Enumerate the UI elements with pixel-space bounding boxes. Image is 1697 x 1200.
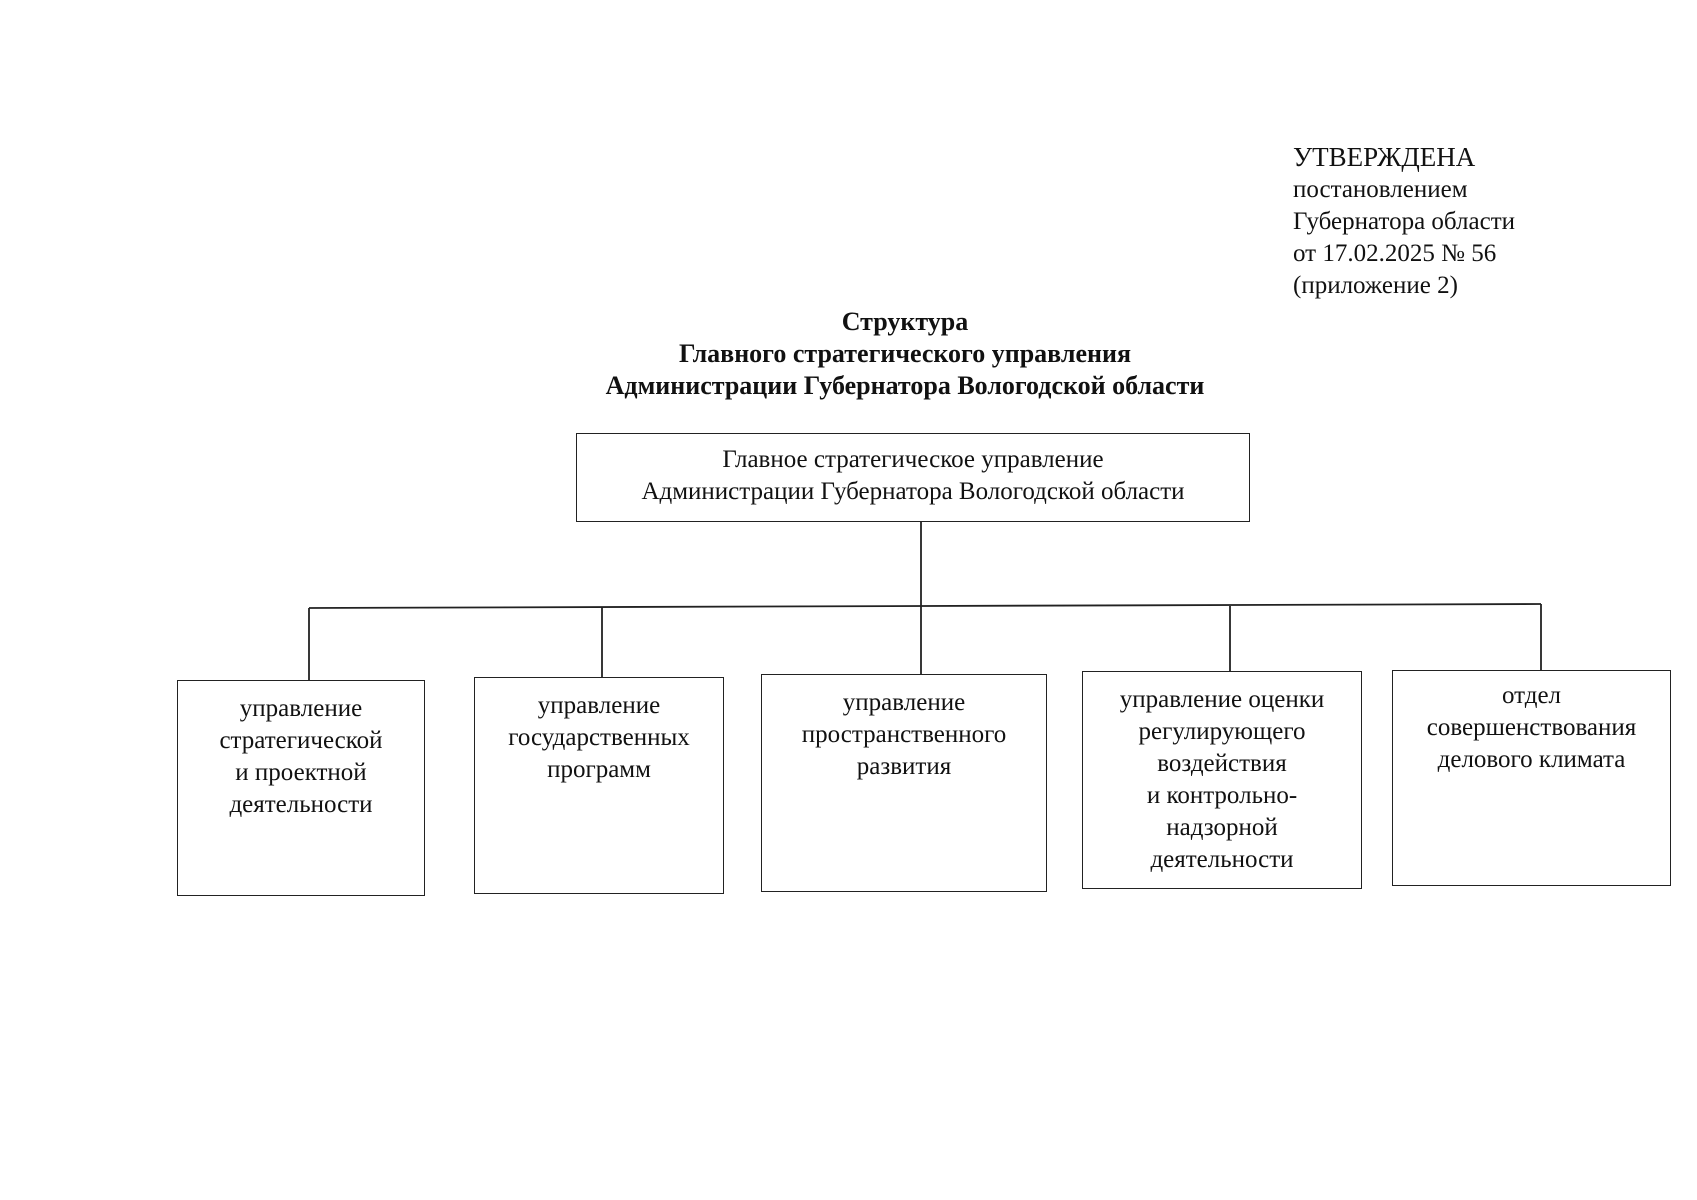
org-box-text: Главное стратегическое управление: [722, 446, 1104, 473]
org-box-text: стратегической: [219, 727, 383, 754]
org-box-strategic-project: управление стратегической и проектной де…: [177, 680, 425, 896]
org-box-text: надзорной: [1166, 814, 1278, 841]
org-box-text: деятельности: [229, 791, 373, 818]
org-box-text: регулирующего: [1138, 718, 1306, 745]
approval-annex-line: (приложение 2): [1293, 272, 1458, 299]
title-line: Структура: [841, 307, 969, 336]
org-box-text: совершенствования: [1426, 714, 1637, 741]
org-box-text: отдел: [1501, 682, 1562, 709]
org-box-text: управление: [842, 689, 966, 716]
org-box-text: делового климата: [1437, 746, 1626, 773]
approval-date-line: от 17.02.2025 № 56: [1293, 240, 1497, 267]
org-box-text: деятельности: [1150, 846, 1294, 873]
org-box-root: Главное стратегическое управление Админи…: [576, 433, 1250, 522]
title-line: Главного стратегического управления: [678, 339, 1132, 368]
org-box-text: управление: [239, 695, 363, 722]
approval-line: Губернатора области: [1293, 208, 1515, 235]
approval-block: УТВЕРЖДЕНА постановлением Губернатора об…: [1293, 140, 1613, 302]
connector-horizontal-bus: [308, 603, 1542, 609]
org-box-business-climate: отдел совершенствования делового климата: [1392, 670, 1671, 886]
org-box-text: и проектной: [235, 759, 367, 786]
title-line: Администрации Губернатора Вологодской об…: [605, 371, 1205, 400]
org-box-text: воздействия: [1157, 750, 1287, 777]
org-box-text: государственных: [508, 724, 690, 751]
org-box-state-programs: управление государственных программ: [474, 677, 724, 894]
approval-line: постановлением: [1293, 176, 1468, 203]
org-box-text: развития: [856, 753, 952, 780]
org-box-spatial-development: управление пространственного развития: [761, 674, 1047, 892]
approval-heading: УТВЕРЖДЕНА: [1293, 142, 1476, 172]
org-box-text: Администрации Губернатора Вологодской об…: [641, 478, 1185, 505]
document-title: Структура Главного стратегического управ…: [0, 306, 1697, 402]
org-box-regulatory-impact: управление оценки регулирующего воздейст…: [1082, 671, 1362, 889]
org-box-text: программ: [547, 756, 651, 783]
org-box-text: управление: [537, 692, 661, 719]
org-box-text: пространственного: [801, 721, 1007, 748]
org-box-text: управление оценки: [1119, 686, 1325, 713]
org-box-text: и контрольно-: [1146, 782, 1298, 809]
